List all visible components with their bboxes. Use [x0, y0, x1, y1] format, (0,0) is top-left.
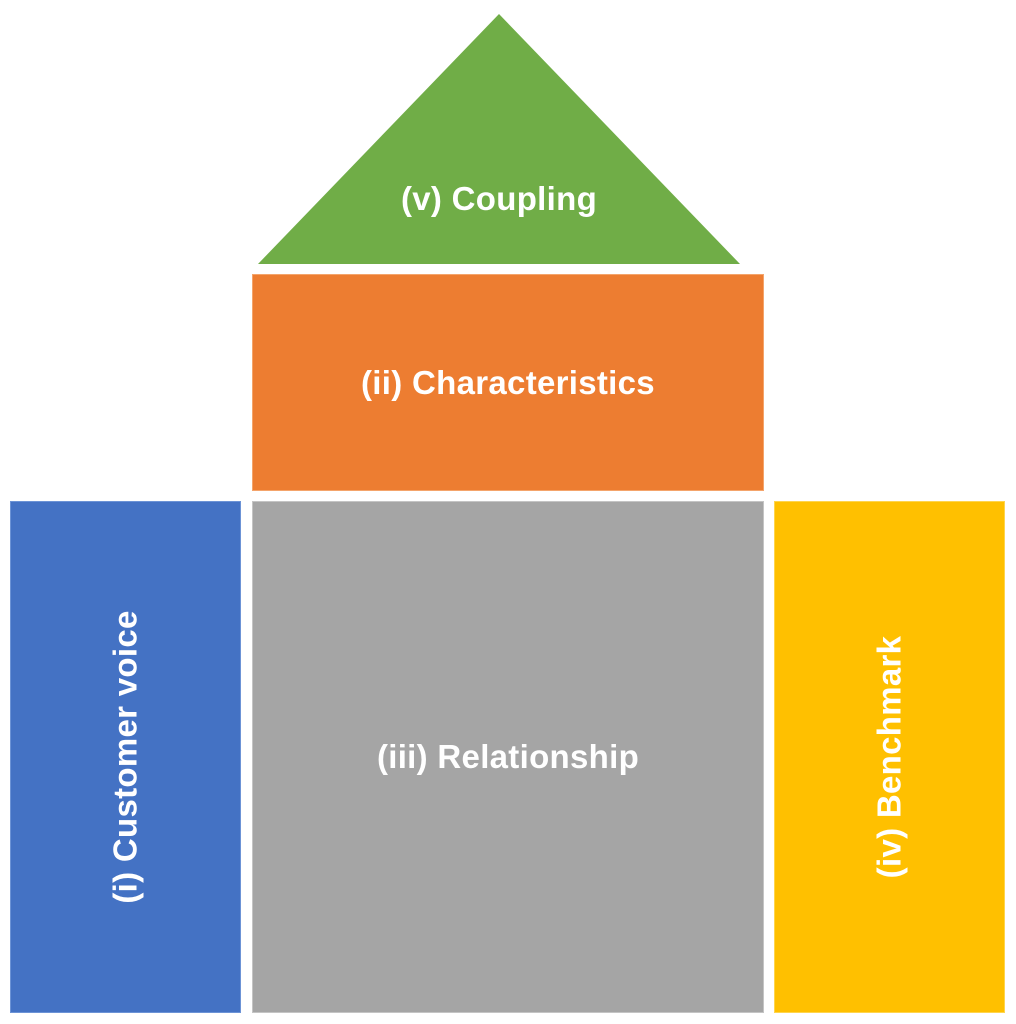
benchmark-block: (iv) Benchmark [774, 501, 1005, 1013]
coupling-label: (v) Coupling [400, 180, 598, 217]
customer-voice-block: (i) Customer voice [10, 501, 241, 1013]
customer-voice-label: (i) Customer voice [106, 610, 144, 904]
coupling-triangle [258, 14, 740, 264]
characteristics-label: (ii) Characteristics [361, 363, 655, 401]
relationship-block: (iii) Relationship [252, 501, 764, 1013]
characteristics-block: (ii) Characteristics [252, 274, 764, 491]
relationship-label: (iii) Relationship [376, 738, 640, 775]
benchmark-label: (iv) Benchmark [870, 635, 908, 879]
